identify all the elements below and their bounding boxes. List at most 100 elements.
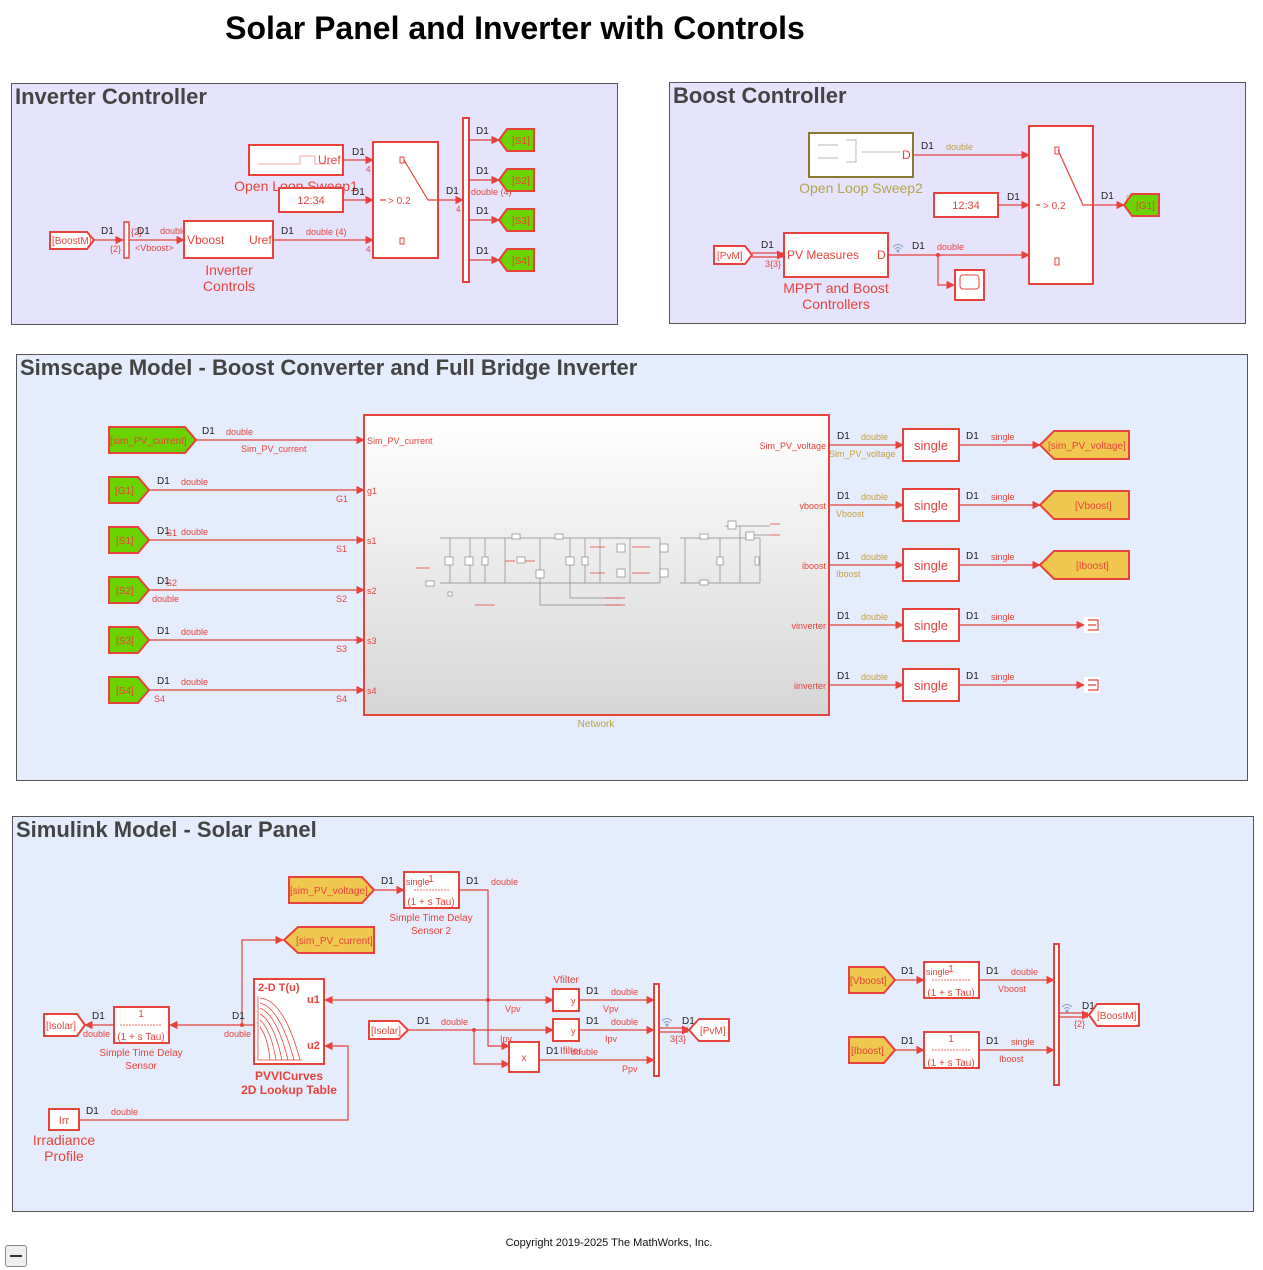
out-port-label: iinverter bbox=[794, 681, 826, 691]
area-title: Inverter Controller bbox=[15, 84, 207, 109]
simscape-diagram: [sim_PV_current] [G1] [S1] [S2] [S3] [S4… bbox=[108, 414, 1130, 730]
dtype-label: single bbox=[926, 967, 950, 977]
port-label: PV Measures bbox=[787, 248, 859, 262]
dim-label: D1 bbox=[837, 671, 850, 682]
dtype-label: single bbox=[991, 672, 1015, 682]
from-sim-pv-current[interactable] bbox=[108, 426, 198, 454]
dtype-label: single bbox=[991, 492, 1015, 502]
from-s1[interactable] bbox=[108, 526, 151, 554]
dtype-label: single bbox=[1011, 1037, 1035, 1047]
bus-selector[interactable] bbox=[123, 221, 130, 259]
tf-numerator: 1 bbox=[948, 1034, 954, 1045]
from-s2[interactable] bbox=[108, 576, 151, 604]
product-block[interactable] bbox=[508, 1041, 540, 1073]
goto-sim-pv-voltage[interactable] bbox=[1038, 430, 1130, 460]
from-label: [sim_PV_voltage] bbox=[290, 886, 368, 897]
block-icon-text: y bbox=[571, 1026, 576, 1036]
dim-label: D1 bbox=[466, 876, 479, 887]
data-type-conversion[interactable] bbox=[902, 668, 960, 702]
dtype-label: single bbox=[991, 432, 1015, 442]
dtype-label: double bbox=[861, 432, 888, 442]
from-s3[interactable] bbox=[108, 626, 151, 654]
signal-name: S3 bbox=[336, 644, 347, 654]
goto-g1[interactable] bbox=[1122, 193, 1160, 217]
tf-numerator: 1 bbox=[428, 874, 434, 885]
from-sim-pv-voltage[interactable] bbox=[288, 876, 376, 904]
dim-label: 3{3} bbox=[765, 259, 781, 269]
block-label: Profile bbox=[44, 1148, 84, 1164]
dim-label: D1 bbox=[92, 1011, 105, 1022]
dtype-label: double (4) bbox=[306, 227, 347, 237]
dim-label: D1 bbox=[986, 966, 999, 977]
collapse-button[interactable] bbox=[5, 1245, 27, 1267]
demux-outputs bbox=[469, 135, 500, 265]
pvvi-curves-lut-block[interactable] bbox=[253, 978, 325, 1065]
goto-s4[interactable] bbox=[497, 248, 535, 272]
goto-iboost[interactable] bbox=[1038, 550, 1130, 580]
block-label: Controllers bbox=[802, 296, 870, 312]
inverter-controller-diagram: [BoostM] D1 {2} {2} D1 double <Vboost> V… bbox=[49, 117, 535, 294]
area-simulink-model[interactable]: Simulink Model - Solar Panel bbox=[12, 816, 1254, 1212]
goto-label: [G1] bbox=[1136, 201, 1155, 212]
goto-label: [PvM] bbox=[700, 1026, 726, 1037]
dtype-label: double bbox=[491, 877, 518, 887]
goto-boostm[interactable] bbox=[1087, 1003, 1140, 1027]
block-label: Controls bbox=[203, 278, 255, 294]
demux-block[interactable] bbox=[462, 117, 470, 283]
network-subsystem[interactable] bbox=[363, 414, 830, 716]
from-vboost[interactable] bbox=[848, 966, 897, 994]
dim-label: D1 bbox=[901, 966, 914, 977]
goto-pvm[interactable] bbox=[687, 1018, 730, 1042]
dim-label: D1 bbox=[1082, 1001, 1095, 1012]
mppt-boost-controllers-block[interactable] bbox=[783, 232, 889, 278]
dtype-label: double bbox=[861, 552, 888, 562]
dim-label: D1 bbox=[546, 1046, 559, 1057]
dim-label: D1 bbox=[837, 551, 850, 562]
bus-creator[interactable] bbox=[653, 983, 660, 1077]
dim-label: D1 bbox=[417, 1016, 430, 1027]
signal-label: <Vboost> bbox=[135, 243, 174, 253]
terminator-block[interactable] bbox=[1084, 677, 1100, 693]
terminator-block[interactable] bbox=[1084, 617, 1100, 633]
dim-label: D1 bbox=[1007, 192, 1020, 203]
convert-label: single bbox=[914, 618, 948, 633]
from-s4[interactable] bbox=[108, 676, 151, 704]
port-label: Vboost bbox=[187, 233, 225, 247]
dim-label: D1 bbox=[381, 876, 394, 887]
data-type-conversion[interactable] bbox=[902, 548, 960, 582]
from-label: [S4] bbox=[116, 686, 134, 697]
from-block-boostm[interactable] bbox=[49, 231, 96, 250]
dtype-label: single bbox=[991, 552, 1015, 562]
network-port-markers bbox=[416, 523, 780, 606]
data-type-conversion[interactable] bbox=[902, 488, 960, 522]
area-title: Boost Controller bbox=[673, 83, 847, 108]
block-icon-text: x bbox=[522, 1053, 527, 1064]
from-label: [S2] bbox=[116, 586, 134, 597]
out-port-label: iboost bbox=[802, 561, 827, 571]
block-label: 2D Lookup Table bbox=[241, 1083, 337, 1097]
bus-creator[interactable] bbox=[1053, 943, 1060, 1086]
from-g1[interactable] bbox=[108, 476, 151, 504]
port-label: u1 bbox=[307, 994, 320, 1006]
from-iboost[interactable] bbox=[848, 1036, 897, 1064]
goto-vboost[interactable] bbox=[1038, 490, 1130, 520]
dtype-label: double bbox=[946, 142, 973, 152]
signal-name: Iboost bbox=[836, 569, 861, 579]
dim-label: D1 bbox=[586, 1016, 599, 1027]
convert-label: single bbox=[914, 558, 948, 573]
open-loop-sweep1-block[interactable] bbox=[248, 144, 344, 176]
signal-name: S1 bbox=[166, 528, 177, 538]
goto-s3[interactable] bbox=[497, 208, 535, 232]
goto-sim-pv-current[interactable] bbox=[282, 926, 375, 954]
goto-s2[interactable] bbox=[497, 168, 535, 192]
port-label: D bbox=[877, 248, 886, 262]
goto-s1[interactable] bbox=[497, 128, 535, 152]
open-loop-sweep2-block[interactable] bbox=[808, 132, 914, 178]
signal-name: Vboost bbox=[836, 509, 865, 519]
from-isolar[interactable] bbox=[368, 1020, 410, 1040]
from-block-pvm[interactable] bbox=[713, 245, 754, 265]
dtype-label: double bbox=[181, 527, 208, 537]
goto-isolar[interactable] bbox=[43, 1013, 87, 1037]
convert-label: single bbox=[914, 678, 948, 693]
block-label: PVVICurves bbox=[255, 1069, 323, 1083]
